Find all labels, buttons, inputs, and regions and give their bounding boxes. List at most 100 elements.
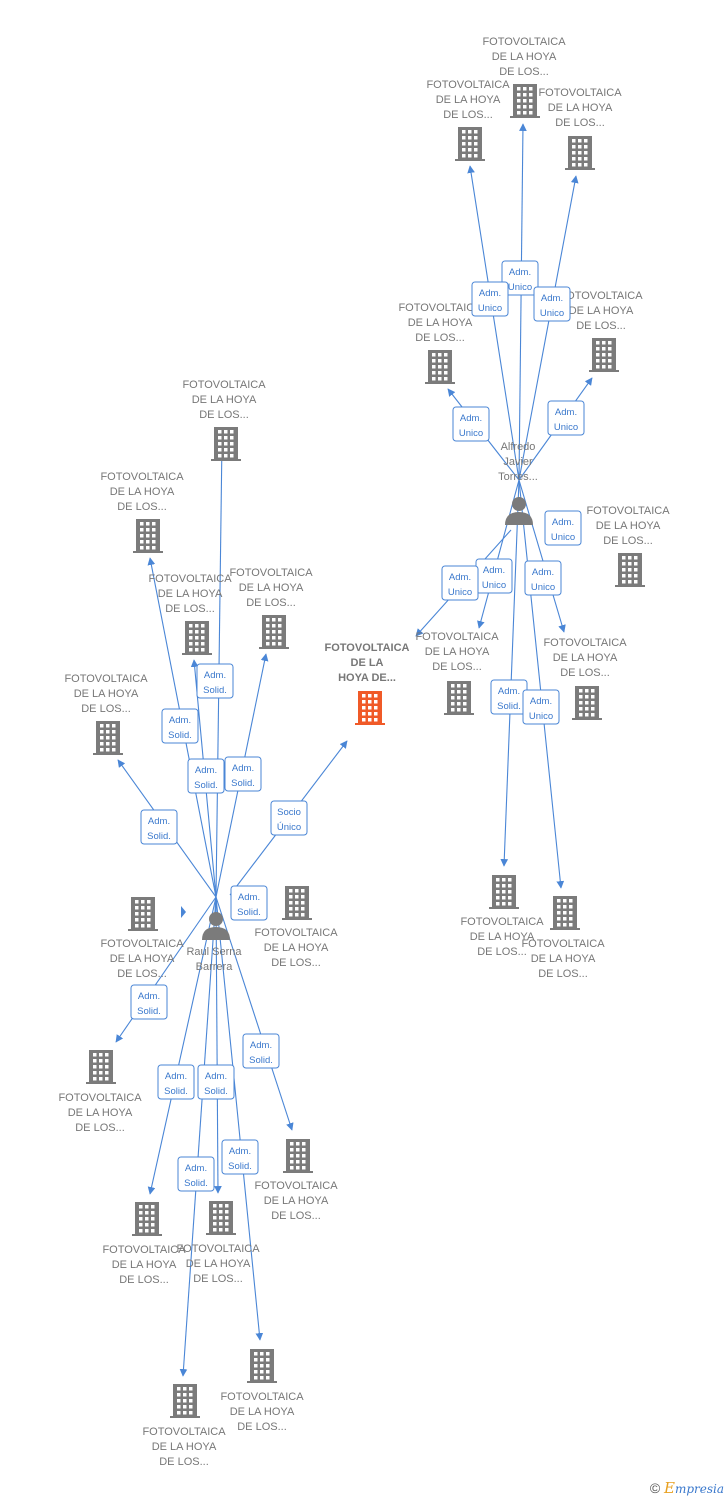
relation-edge	[179, 896, 217, 1377]
label-line: DE LOS...	[576, 320, 626, 332]
relation-label[interactable]: Adm.Solid.	[242, 1033, 280, 1069]
relation-label[interactable]: Adm.Unico	[471, 281, 509, 317]
relation-label[interactable]: Adm.Solid.	[161, 708, 199, 744]
label-line: DE LOS...	[432, 661, 482, 673]
svg-text:Adm.Solid.: Adm.Solid.	[249, 1040, 273, 1066]
svg-text:Adm.Solid.: Adm.Solid.	[203, 670, 227, 696]
relation-label[interactable]: Adm.Unico	[547, 400, 585, 436]
company-icon[interactable]	[572, 686, 602, 720]
relation-label[interactable]: Adm.Solid.	[140, 809, 178, 845]
relation-label[interactable]: Adm.Unico	[522, 689, 560, 725]
company-icon[interactable]	[565, 136, 595, 170]
company-icon[interactable]	[425, 350, 455, 384]
relation-label[interactable]: Adm.Unico	[501, 260, 539, 296]
company-icon[interactable]	[259, 615, 289, 649]
person-icon[interactable]	[202, 912, 230, 940]
relation-label[interactable]: Adm.Unico	[441, 565, 479, 601]
company-icon[interactable]	[283, 1139, 313, 1173]
company-icon[interactable]	[93, 721, 123, 755]
label-line: FOTOVOLTAICA	[100, 938, 184, 950]
focus-company-icon[interactable]	[355, 691, 385, 725]
svg-text:Adm.Unico: Adm.Unico	[482, 565, 506, 591]
company-icon[interactable]	[182, 621, 212, 655]
relation-label[interactable]: Adm.Solid.	[187, 758, 225, 794]
label-line: Raul Serna	[186, 946, 242, 958]
edge-labels-layer: Adm.Solid.Adm.Solid.Adm.Solid.Adm.Solid.…	[130, 260, 585, 1192]
company-icon[interactable]	[455, 127, 485, 161]
relation-label[interactable]: Adm.Solid.	[196, 663, 234, 699]
company-icon[interactable]	[211, 427, 241, 461]
person-icon[interactable]	[505, 497, 533, 525]
company-icon[interactable]	[615, 553, 645, 587]
label-line: DE LA HOYA	[74, 688, 139, 700]
label-line: FOTOVOLTAICA	[254, 1180, 338, 1192]
label-line: FOTOVOLTAICA	[254, 927, 338, 939]
company-icon[interactable]	[206, 1201, 236, 1235]
relation-label[interactable]: Adm.Solid.	[230, 885, 268, 921]
svg-text:Adm.Solid.: Adm.Solid.	[228, 1146, 252, 1172]
company-icon[interactable]	[589, 338, 619, 372]
company-icon[interactable]	[247, 1349, 277, 1383]
label-line: FOTOVOLTAICA	[58, 1092, 142, 1104]
company-icon[interactable]	[133, 519, 163, 553]
label-line: DE LOS...	[499, 66, 549, 78]
relation-label[interactable]: Adm.Solid.	[177, 1156, 215, 1192]
company-icon[interactable]	[170, 1384, 200, 1418]
relation-label[interactable]: Adm.Solid.	[490, 679, 528, 715]
relation-edge	[214, 896, 222, 1194]
relation-label[interactable]: Adm.Solid.	[157, 1064, 195, 1100]
label-line: FOTOVOLTAICA	[482, 36, 566, 48]
label-line: DE LOS...	[555, 117, 605, 129]
label-line: FOTOVOLTAICA	[142, 1426, 226, 1438]
company-icon[interactable]	[128, 897, 158, 931]
label-line: DE LOS...	[159, 1456, 209, 1468]
label-line: DE LOS...	[75, 1122, 125, 1134]
company-icon[interactable]	[282, 886, 312, 920]
relation-label[interactable]: Adm.Unico	[475, 558, 513, 594]
label-line: FOTOVOLTAICA	[64, 673, 148, 685]
label-line: DE LA HOYA	[192, 394, 257, 406]
label-line: FOTOVOLTAICA	[415, 631, 499, 643]
relation-edge	[147, 896, 217, 1195]
company-icon[interactable]	[444, 681, 474, 715]
label-line: DE LOS...	[165, 603, 215, 615]
relation-edge	[518, 175, 579, 481]
company-icon[interactable]	[132, 1202, 162, 1236]
relation-label[interactable]: Adm.Solid.	[197, 1064, 235, 1100]
label-line: DE LA HOYA	[596, 520, 661, 532]
relation-label[interactable]: Adm.Solid.	[130, 984, 168, 1020]
empresia-watermark[interactable]: © Empresia	[650, 1479, 724, 1497]
relation-label[interactable]: Adm.Unico	[452, 406, 490, 442]
label-line: DE LOS...	[117, 968, 167, 980]
label-line: FOTOVOLTAICA	[176, 1243, 260, 1255]
label-line: DE LA HOYA	[110, 953, 175, 965]
label-line: FOTOVOLTAICA	[559, 290, 643, 302]
label-line: FOTOVOLTAICA	[229, 567, 313, 579]
relation-edge	[518, 479, 566, 633]
relation-label[interactable]: Adm.Solid.	[221, 1139, 259, 1175]
label-line: DE LOS...	[271, 957, 321, 969]
label-line: DE LA HOYA	[470, 931, 535, 943]
svg-text:Adm.Unico: Adm.Unico	[508, 267, 532, 293]
relation-label[interactable]: Adm.Unico	[544, 510, 582, 546]
label-line: FOTOVOLTAICA	[426, 79, 510, 91]
relation-label[interactable]: Adm.Unico	[533, 286, 571, 322]
relation-label[interactable]: Adm.Unico	[524, 560, 562, 596]
company-icon[interactable]	[86, 1050, 116, 1084]
company-icon[interactable]	[550, 896, 580, 930]
company-icon[interactable]	[489, 875, 519, 909]
svg-text:Adm.Solid.: Adm.Solid.	[137, 991, 161, 1017]
arrow-head	[181, 906, 186, 918]
label-line: DE LOS...	[246, 597, 296, 609]
company-icon[interactable]	[510, 84, 540, 118]
label-line: FOTOVOLTAICA	[460, 916, 544, 928]
relation-label[interactable]: Adm.Solid.	[224, 756, 262, 792]
